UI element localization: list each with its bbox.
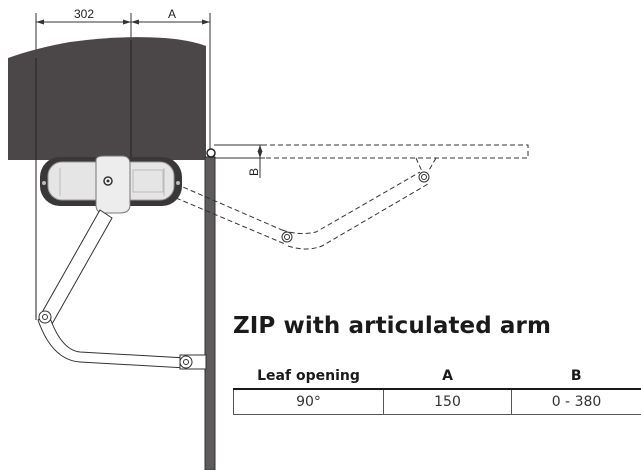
dimension-b-label: B (247, 168, 261, 176)
arm-open-position (175, 171, 429, 250)
diagram-title: ZIP with articulated arm (233, 313, 552, 339)
dimension-a-label: A (168, 7, 176, 21)
arm-closed-position (37, 209, 207, 370)
column-header-leaf-opening: Leaf opening (233, 366, 384, 390)
column-header-b: B (511, 366, 641, 390)
table-row: 90° 150 0 - 380 (233, 389, 641, 415)
arm-open-joints (281, 171, 430, 243)
cell-leaf-opening: 90° (233, 389, 384, 415)
table-header-row: Leaf opening A B (233, 366, 641, 390)
hinge-pin (206, 148, 216, 158)
opening-spec-table: Leaf opening A B 90° 150 0 - 380 (233, 366, 641, 415)
dimension-302-label: 302 (74, 7, 94, 21)
motor-unit (40, 155, 182, 214)
cell-a: 150 (383, 389, 512, 415)
pillar-housing (8, 37, 206, 160)
dimension-b (214, 144, 265, 178)
cell-b: 0 - 380 (511, 389, 641, 415)
top-dimensions (35, 13, 211, 152)
column-header-a: A (383, 366, 512, 390)
gate-post (204, 156, 216, 470)
